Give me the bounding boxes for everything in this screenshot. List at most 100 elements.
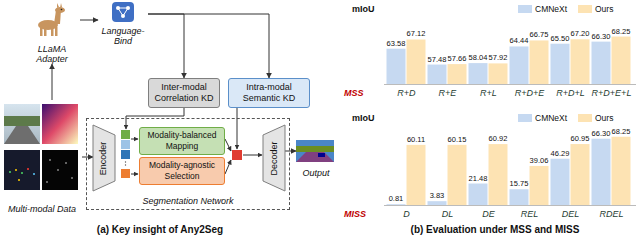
connector-arrow: [148, 14, 269, 78]
event-spark: [65, 162, 67, 164]
bar: [448, 64, 467, 84]
node-label: Modality-agnostic Selection: [143, 160, 221, 182]
value-label: 64.44: [510, 36, 529, 45]
legend-item: CMNeXt: [518, 4, 567, 14]
kd-arrow: [237, 108, 238, 149]
bar: [612, 37, 631, 84]
trapezoid: [263, 125, 285, 191]
node-label: Multi-modal Data: [8, 204, 76, 214]
seg-road: [296, 152, 334, 162]
language-bind: Language-Bind: [98, 2, 148, 46]
node-label: Intra-modal Semantic KD: [232, 82, 306, 104]
category-label: DE: [482, 209, 495, 219]
llama-head: [55, 7, 65, 13]
bar: [612, 137, 631, 205]
rgb-trees: [4, 116, 40, 126]
category-label: R+D+L: [556, 88, 585, 98]
input-data: Multi-modal Data: [2, 100, 82, 214]
flow-arrow: [225, 160, 231, 174]
event-spark: [57, 169, 59, 171]
value-label: 68.25: [612, 127, 631, 136]
legend-label: CMNeXt: [535, 113, 567, 123]
bar: [592, 139, 611, 205]
bar: [387, 204, 406, 206]
kd-box: Inter-modal Correlation KD: [148, 78, 220, 108]
chart-baseline: [384, 84, 636, 85]
connector-arrow: [80, 20, 98, 21]
legend-label: Ours: [595, 113, 613, 123]
icon-dot: [116, 6, 120, 10]
bar: [428, 65, 447, 84]
node-label: Decoder: [269, 141, 280, 175]
seg-car: [318, 153, 325, 157]
value-label: 57.48: [428, 55, 447, 64]
value-label: 0.81: [389, 194, 404, 203]
legend-swatch: [578, 5, 592, 13]
llama-icon: [38, 3, 65, 36]
value-label: 66.75: [530, 30, 549, 39]
event-spark: [71, 177, 73, 179]
axis-title: mIoU: [352, 113, 375, 123]
lidar-point: [33, 173, 35, 175]
category-label: DEL: [562, 209, 580, 219]
bar: [489, 144, 508, 205]
bar: [510, 189, 529, 205]
flow-arrow: [225, 139, 231, 151]
category-label: R+L: [480, 88, 497, 98]
event-spark: [46, 181, 48, 183]
llama-leg: [40, 27, 43, 36]
lidar-point: [18, 179, 20, 181]
legend-label: CMNeXt: [535, 4, 567, 14]
value-label: 60.92: [489, 134, 508, 143]
value-label: 66.30: [592, 129, 611, 138]
event-image: [42, 150, 78, 190]
value-label: 60.15: [448, 135, 467, 144]
setting-tag: MSS: [344, 88, 364, 98]
bar: [571, 144, 590, 205]
llama-leg: [51, 27, 54, 36]
legend-swatch: [578, 114, 592, 122]
llama-eye: [61, 9, 63, 11]
value-label: 66.30: [592, 32, 611, 41]
value-label: 63.58: [387, 39, 406, 48]
node-label: Output: [302, 168, 329, 178]
lidar-point: [27, 168, 29, 170]
bar: [469, 184, 488, 205]
token: [121, 169, 130, 178]
bar: [530, 166, 549, 205]
llama-leg: [44, 27, 47, 36]
legend-label: Ours: [595, 4, 613, 14]
input-images: [4, 104, 78, 190]
selection-box: Modality-agnostic Selection: [139, 157, 225, 185]
fused-token: [232, 150, 242, 160]
value-label: 21.48: [469, 174, 488, 183]
lidar-point: [15, 169, 17, 171]
token: [121, 140, 130, 149]
category-label: R+E: [439, 88, 457, 98]
bar: [571, 39, 590, 84]
value-label: 46.29: [551, 149, 570, 158]
category-label: DL: [442, 209, 454, 219]
category-label: RDEL: [599, 209, 623, 219]
seg-sky: [296, 140, 334, 162]
token-dot: [125, 161, 126, 162]
trapezoid: [93, 125, 115, 191]
figure-caption: (a) Key insight of Any2Seg: [97, 224, 223, 236]
icon-tile: [112, 2, 134, 22]
event-spark: [49, 159, 51, 161]
language-bind-icon: [112, 2, 134, 22]
node-label: Inter-modal Correlation KD: [152, 82, 216, 104]
bar: [448, 145, 467, 205]
seg-vegetation: [296, 146, 334, 152]
lidar-image: [4, 150, 40, 190]
bar: [530, 40, 549, 84]
rgb-road: [4, 126, 40, 144]
decoder-block: Decoder: [263, 125, 285, 191]
legend-item: Ours: [578, 4, 613, 14]
value-label: 67.12: [407, 29, 426, 38]
llama-adapter: LLaMA Adapter: [24, 4, 80, 64]
bar: [510, 46, 529, 84]
bar: [551, 44, 570, 84]
value-label: 15.75: [510, 179, 529, 188]
